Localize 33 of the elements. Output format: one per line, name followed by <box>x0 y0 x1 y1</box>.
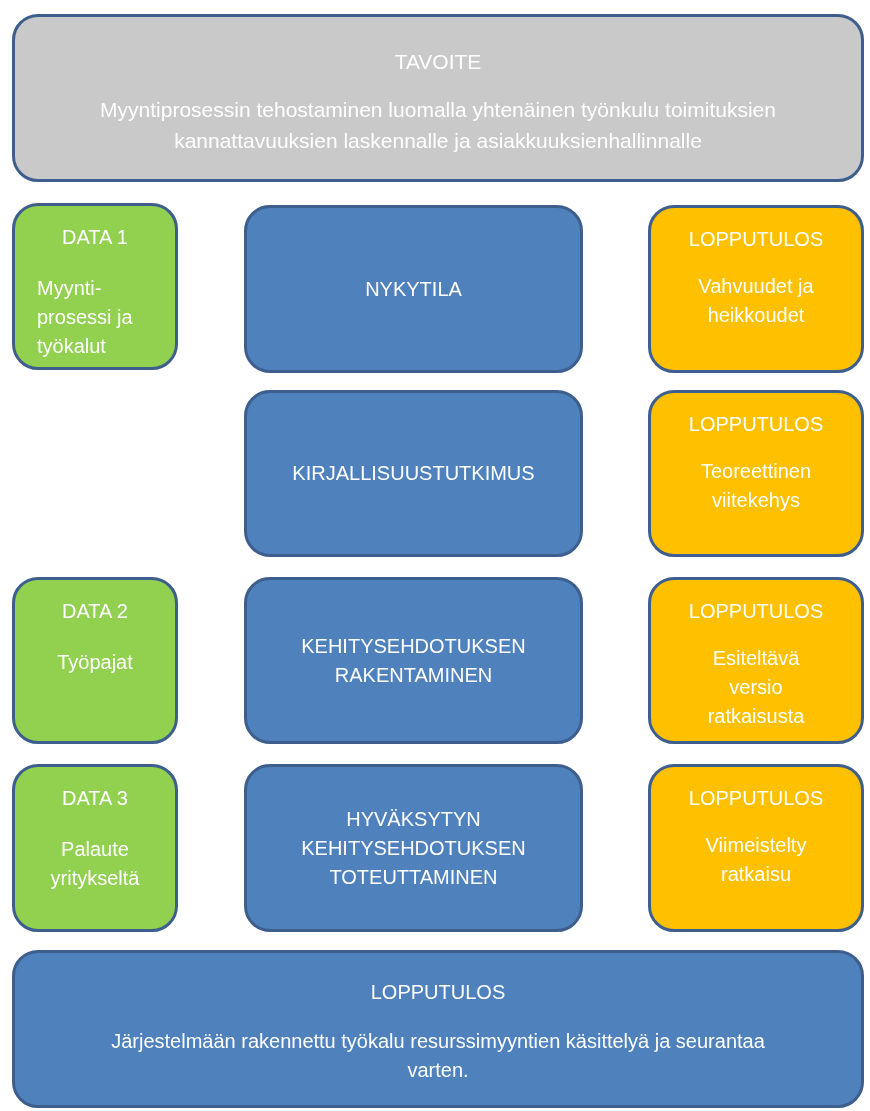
data-box <box>12 203 178 370</box>
box-description: Teoreettinen viitekehys <box>699 459 813 513</box>
box-heading: LOPPUTULOS <box>688 599 824 624</box>
data-box <box>12 577 178 744</box>
goal-box <box>12 14 864 182</box>
final-result-box <box>12 950 864 1108</box>
phase-box <box>244 577 583 744</box>
box-description: Myynti- prosessi ja työkalut <box>37 276 134 359</box>
box-title: KIRJALLISUUSTUTKIMUS <box>292 461 535 486</box>
box-heading: LOPPUTULOS <box>688 227 824 252</box>
box-heading: LOPPUTULOS <box>688 412 824 437</box>
box-title: NYKYTILA <box>365 276 462 302</box>
box-description: Työpajat <box>57 650 133 675</box>
box-heading: DATA 3 <box>62 786 128 811</box>
box-title: KEHITYSEHDOTUKSEN RAKENTAMINEN <box>300 633 527 688</box>
result-box <box>648 390 864 557</box>
box-heading: LOPPUTULOS <box>688 786 824 811</box>
result-box <box>648 205 864 373</box>
result-box <box>648 577 864 744</box>
phase-box <box>244 764 583 932</box>
data-box <box>12 764 178 932</box>
box-description: Esiteltävä versio ratkaisusta <box>706 646 806 729</box>
phase-box <box>244 390 583 557</box>
box-description: Palaute yritykseltä <box>49 837 141 891</box>
box-heading: LOPPUTULOS <box>370 980 506 1005</box>
box-description: Viimeistelty ratkaisu <box>704 833 808 887</box>
box-title: HYVÄKSYTYN KEHITYSEHDOTUKSEN TOTEUTTAMINEN <box>300 806 527 890</box>
box-description: Järjestelmään rakennettu työkalu resurssimyyntien käsittelyä ja seurantaa varten. <box>110 1029 766 1083</box>
box-heading: DATA 1 <box>62 225 128 250</box>
phase-box <box>244 205 583 373</box>
box-heading: DATA 2 <box>62 599 128 624</box>
box-description: Vahvuudet ja heikkoudet <box>697 274 815 328</box>
result-box <box>648 764 864 932</box>
